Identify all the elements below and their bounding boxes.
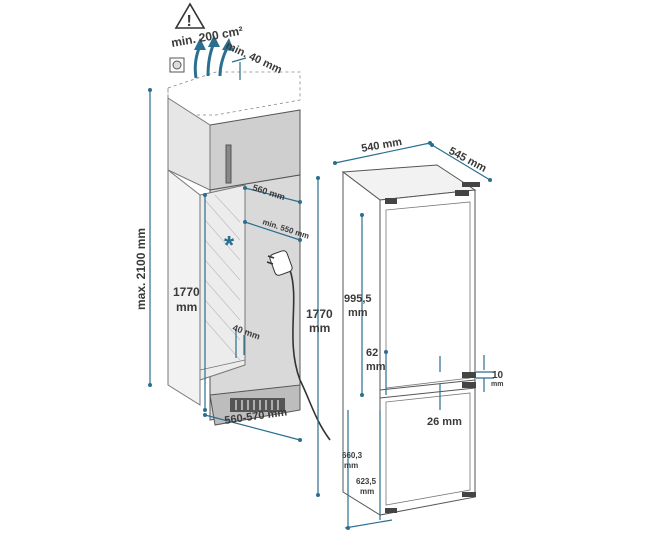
wall-socket-icon: [169, 57, 185, 73]
lower-660-unit: mm: [344, 461, 358, 470]
cabinet-niche: *: [167, 71, 331, 441]
power-plug-icon: [266, 250, 293, 276]
svg-text:!: !: [187, 13, 192, 30]
fridge-depth-label: 545 mm: [447, 145, 489, 175]
lower-623-value: 623,5: [356, 477, 377, 486]
ventilation-arrows-icon: [193, 35, 234, 79]
fridge-height-value: 1770: [306, 307, 333, 321]
lower-660-value: 660,3: [342, 451, 363, 460]
dimension-lines-fridge: [316, 141, 494, 530]
warning-triangle-icon: !: [174, 2, 206, 30]
max-height-label: max. 2100 mm: [134, 228, 148, 310]
upper-door-value: 995,5: [344, 293, 372, 305]
asterisk-marker: *: [224, 230, 235, 260]
lower-623-unit: mm: [360, 487, 374, 496]
fridge-width-label: 540 mm: [360, 136, 403, 155]
gap-26-label: 26 mm: [427, 416, 462, 428]
gap-10-unit: mm: [491, 381, 503, 388]
dimension-lines-cabinet: [148, 57, 302, 442]
fridge-height-unit: mm: [309, 321, 330, 335]
niche-height-value: 1770: [173, 285, 200, 299]
gap-10-value: 10: [492, 370, 504, 381]
niche-height-unit: mm: [176, 300, 197, 314]
gap-62-value: 62: [366, 347, 378, 359]
upper-door-unit: mm: [348, 307, 368, 319]
fridge-appliance: [341, 164, 480, 516]
gap-62-unit: mm: [366, 361, 386, 373]
min-gap-top-label: min. 40 mm: [224, 40, 284, 77]
